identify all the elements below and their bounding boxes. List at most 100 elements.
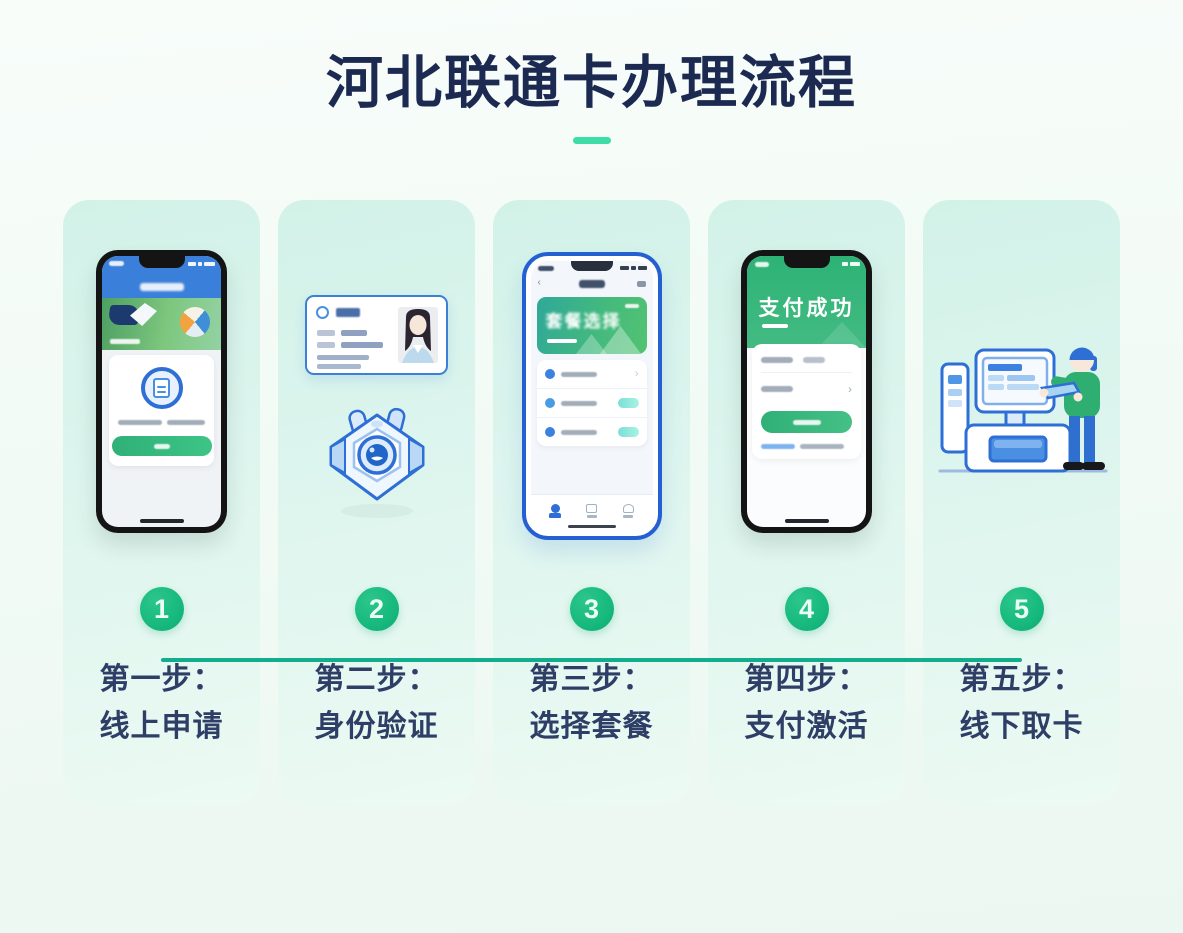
step-label-line1: 第一步： [99,663,224,696]
step-card-identity: 2 第二步： 身份验证 [278,200,475,805]
page-title: 河北联通卡办理流程 [326,51,857,115]
promo-banner [102,298,221,350]
home-indicator [567,524,616,528]
step-label: 第五步： 线下取卡 [923,656,1120,750]
steps-cards-row: 1 第一步： 线上申请 [0,200,1183,805]
field-placeholder [317,342,335,348]
status-bar [531,261,653,276]
face-verification-icon [313,403,441,526]
option-label-placeholder [560,371,597,377]
portrait-illustration [402,309,434,363]
nav-bar: ‹ [531,276,653,293]
tab-person-icon [550,504,560,513]
banner-caption-placeholder [110,339,140,344]
phone-notch [783,256,830,268]
toggle-switch [617,427,639,437]
link-text-placeholder [761,444,795,449]
chevron-right-icon: › [634,368,639,380]
step-number-badge: 2 [354,587,399,631]
step-number-badge: 5 [999,587,1044,631]
phone-mockup-payment: 支付成功 › [741,250,872,533]
toggle-switch [617,398,639,408]
detail-value-placeholder [803,357,825,363]
id-field-row [317,330,367,336]
tab-person-icon-base [549,513,562,518]
home-indicator [139,519,184,523]
button-label-placeholder [792,419,821,425]
status-time [109,261,124,266]
id-card-title-placeholder [336,308,360,317]
step-label-line2: 选择套餐 [529,710,654,743]
title-underline-dash [572,137,611,144]
step-label-line2: 身份验证 [314,710,439,743]
back-chevron-icon: ‹ [537,277,541,288]
tab-card-icon [586,504,598,513]
step-label-line1: 第五步： [959,663,1084,696]
step-label: 第二步： 身份验证 [278,656,475,750]
document-glyph [153,378,170,398]
activate-button [761,411,852,433]
infographic-root: 河北联通卡办理流程 [0,46,1183,933]
banner-tag-placeholder [624,304,639,308]
emblem-icon [316,306,329,319]
field-placeholder [317,355,369,360]
step-label-line2: 支付激活 [744,710,869,743]
phone-screen: ‹ 套餐选择 › [530,261,653,531]
field-placeholder [341,342,383,348]
footnote-row [761,444,852,449]
step-label: 第一步： 线上申请 [63,656,260,750]
document-icon [140,367,183,409]
banner-underline-dash [546,339,577,343]
kiosk-scene [932,312,1112,485]
camera-hexagon-illustration [329,407,424,518]
option-bullet-icon [544,398,555,408]
package-option-row [537,418,647,446]
option-bullet-icon [544,427,555,437]
text-placeholder [167,420,205,425]
phone-notch [138,256,185,268]
step-label-line2: 线下取卡 [959,710,1084,743]
nav-title-placeholder [578,280,605,288]
field-placeholder [317,364,361,369]
step-label-line1: 第二步： [314,663,439,696]
globe-sphere-icon [180,307,210,337]
phone-notch [570,261,613,271]
step-card-payment: 支付成功 › [708,200,905,805]
option-label-placeholder [560,400,597,406]
text-placeholder [118,420,162,425]
timeline-connector-line [161,658,1022,662]
package-option-row [536,389,647,418]
tab-label-placeholder [623,515,634,518]
field-placeholder [341,330,367,336]
kiosk-and-clerk-illustration [938,347,1107,473]
button-label-placeholder [153,443,170,449]
step-label-line2: 线上申请 [99,710,224,743]
chevron-right-icon: › [848,382,852,396]
apply-button [111,436,212,456]
clerk-cap [1069,347,1094,360]
payment-success-title: 支付成功 [758,297,855,320]
portrait-photo [398,307,438,363]
field-placeholder [317,330,335,336]
id-card-illustration [305,295,448,375]
tab-services [586,504,598,518]
phone-screen [102,256,221,527]
phone-screen: 支付成功 › [747,256,866,527]
phone-mockup-apply [96,250,227,533]
package-banner-title: 套餐选择 [545,312,622,331]
detail-label-placeholder [761,357,793,363]
step-number-badge: 4 [784,587,829,631]
step-label-line1: 第四步： [744,663,869,696]
step-card-pickup: 5 第五步： 线下取卡 [923,200,1120,805]
home-indicator [784,519,829,523]
status-time [537,266,554,271]
step-card-package: ‹ 套餐选择 › [493,200,690,805]
option-bullet-icon [544,369,555,379]
status-battery-icon [188,262,215,266]
caption-text-placeholder [118,420,205,425]
share-icon [636,281,646,287]
step-label: 第三步： 选择套餐 [493,656,690,750]
package-options-list: › [536,360,647,446]
step-label: 第四步： 支付激活 [708,656,905,750]
tab-account [622,504,634,518]
